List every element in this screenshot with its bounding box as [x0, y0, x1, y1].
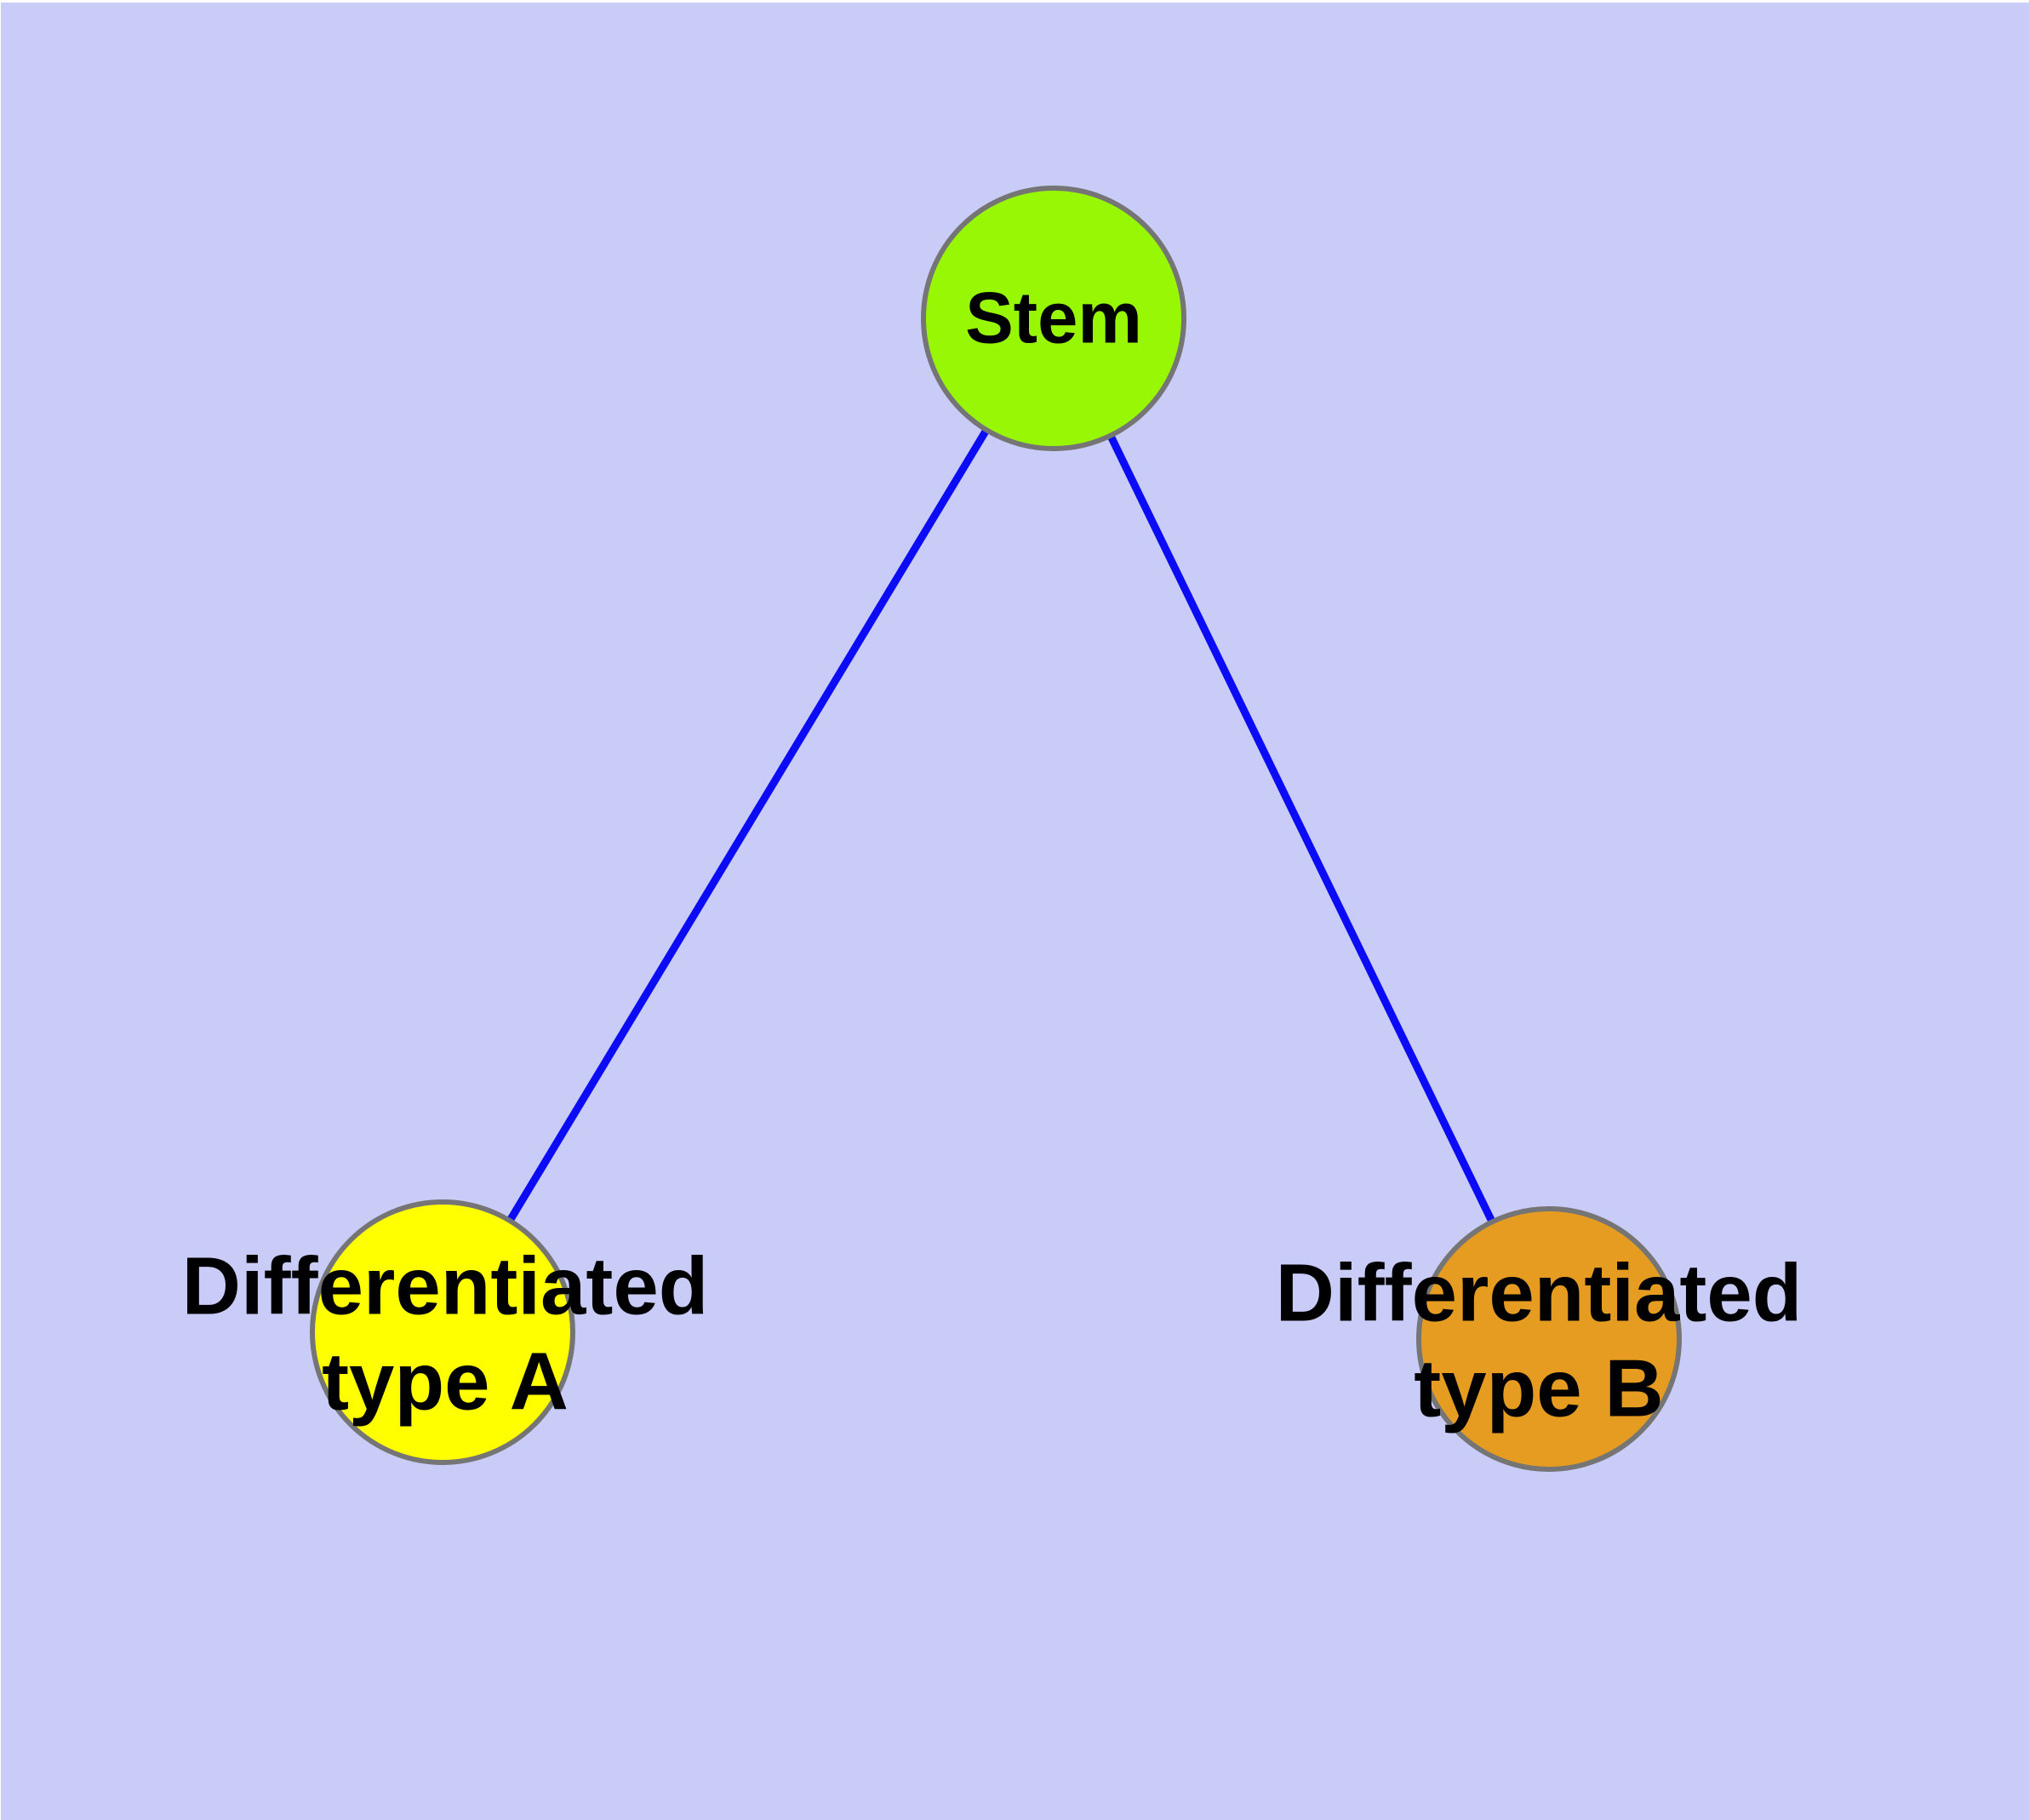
node-type-b-circle: [1416, 1206, 1682, 1472]
edge-stem-to-type-a: [439, 316, 1057, 1335]
node-stem-circle: [921, 186, 1186, 451]
edge-stem-to-type-b: [1049, 317, 1553, 1341]
node-type-a-circle: [310, 1199, 575, 1465]
